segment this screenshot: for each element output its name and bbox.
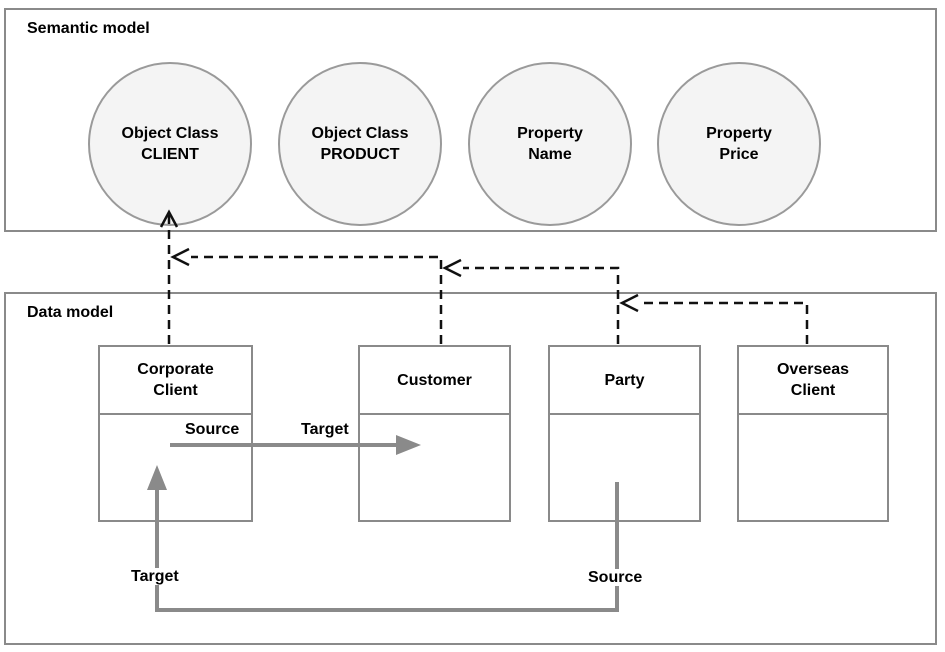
relation1-target-label: Target — [299, 421, 351, 438]
node-label-line1: Object Class — [311, 125, 409, 142]
entity-overseas-client: Overseas Client — [737, 345, 889, 522]
entity-body — [739, 415, 887, 520]
entity-body — [550, 415, 699, 520]
entity-header: Corporate Client — [100, 347, 251, 415]
semantic-model-title: Semantic model — [27, 20, 150, 37]
relation2-source-label: Source — [586, 569, 645, 586]
semantic-model-panel: Semantic model Object Class CLIENT Objec… — [4, 8, 937, 232]
entity-party: Party — [548, 345, 701, 522]
open-arrowhead-left-icon — [170, 247, 190, 267]
entity-name-line2: Client — [153, 382, 198, 399]
entity-header: Overseas Client — [739, 347, 887, 415]
entity-name-line1: Overseas — [776, 361, 850, 378]
entity-name-line1: Party — [604, 371, 645, 389]
entity-header: Party — [550, 347, 699, 415]
entity-name-line2: Client — [790, 382, 836, 399]
node-label-line2: Price — [719, 146, 759, 163]
node-label-line2: CLIENT — [141, 146, 199, 163]
open-arrowhead-left-icon — [442, 258, 462, 278]
relation1-source-label: Source — [183, 421, 242, 438]
node-label-line2: Name — [528, 146, 572, 163]
entity-header: Customer — [360, 347, 509, 415]
entity-body — [360, 415, 509, 520]
entity-name-line1: Customer — [397, 371, 472, 389]
semantic-node-property-name: Property Name — [468, 62, 632, 226]
node-label-line1: Property — [517, 125, 583, 142]
node-label-line1: Property — [706, 125, 772, 142]
node-label-line2: PRODUCT — [320, 146, 400, 163]
data-model-title: Data model — [27, 304, 114, 321]
entity-name-line1: Corporate — [137, 361, 214, 378]
semantic-node-object-class-product: Object Class PRODUCT — [278, 62, 442, 226]
relation2-target-label: Target — [129, 568, 181, 585]
semantic-node-property-price: Property Price — [657, 62, 821, 226]
semantic-node-object-class-client: Object Class CLIENT — [88, 62, 252, 226]
node-label-line1: Object Class — [121, 125, 219, 142]
entity-customer: Customer — [358, 345, 511, 522]
